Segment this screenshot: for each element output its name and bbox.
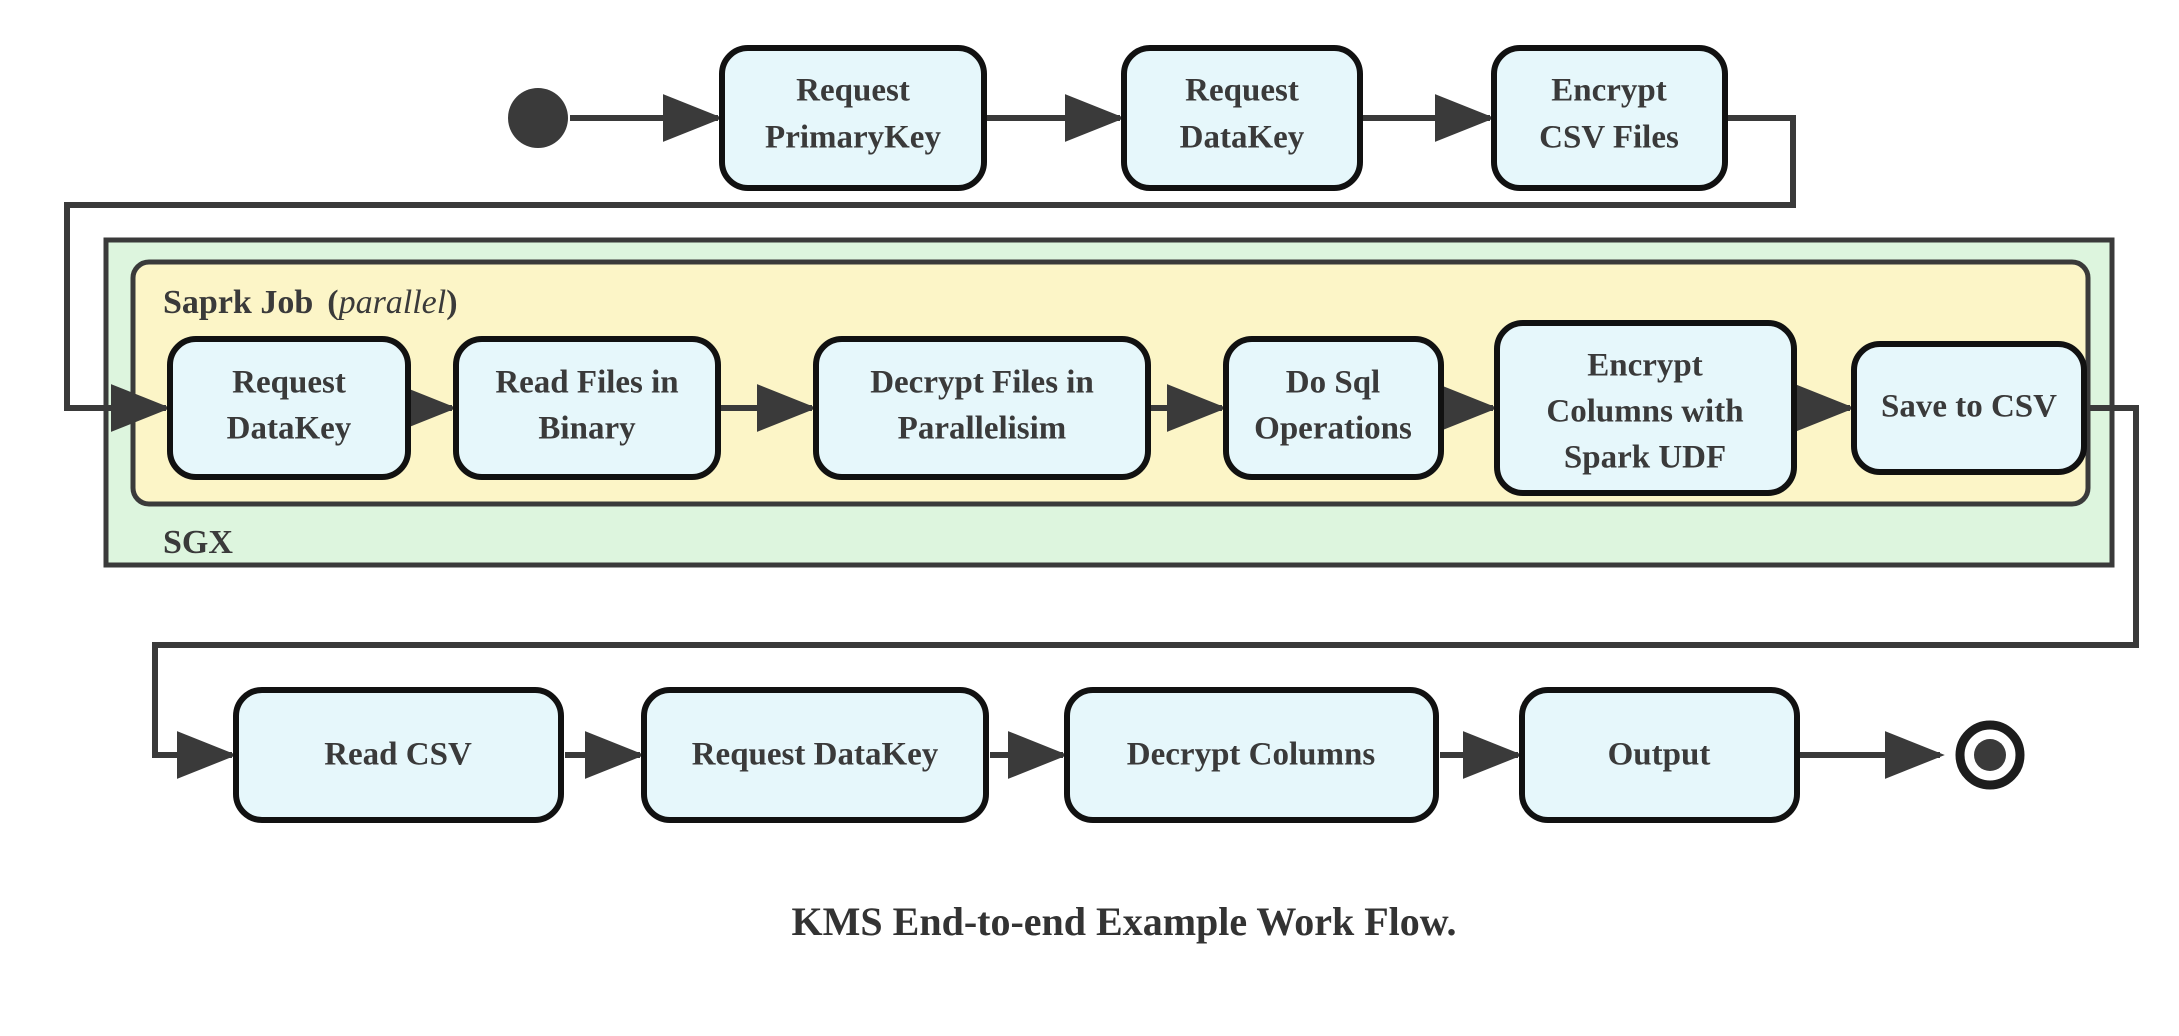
node-request-datakey-top-box[interactable] xyxy=(1121,45,1363,191)
spark-job-qualifier-paren-close: ) xyxy=(446,284,457,321)
node-output[interactable]: Output xyxy=(1519,687,1800,823)
node-request-primarykey-line2: PrimaryKey xyxy=(765,120,941,156)
node-decrypt-files-in-parallelisim-box[interactable] xyxy=(813,336,1151,480)
node-request-datakey-top[interactable]: Request DataKey xyxy=(1121,45,1363,191)
node-encrypt-columns-with-spark-udf-box[interactable] xyxy=(1494,320,1797,496)
node-do-sql-operations[interactable]: Do Sql Operations xyxy=(1223,336,1444,480)
node-output-box[interactable] xyxy=(1519,687,1800,823)
node-read-files-in-binary-line2: Binary xyxy=(538,411,636,447)
node-do-sql-operations-line2: Operations xyxy=(1254,411,1412,447)
node-request-datakey-bottom[interactable]: Request DataKey xyxy=(641,687,989,823)
node-decrypt-files-in-parallelisim-line2: Parallelisim xyxy=(898,411,1067,447)
node-decrypt-columns-line1: Decrypt Columns xyxy=(1127,737,1376,773)
node-save-to-csv[interactable]: Save to CSV xyxy=(1851,341,2087,475)
node-decrypt-files-in-parallelisim-line1: Decrypt Files in xyxy=(870,365,1094,401)
edge-encrypt-csv-to-spark-datakey xyxy=(64,115,1796,432)
node-request-primarykey-box[interactable] xyxy=(719,45,987,191)
node-read-csv-box[interactable] xyxy=(233,687,564,823)
node-save-to-csv-line1: Save to CSV xyxy=(1881,389,2057,425)
node-request-primarykey[interactable]: Request PrimaryKey xyxy=(719,45,987,191)
node-output-line1: Output xyxy=(1608,737,1711,773)
node-read-files-in-binary-line1: Read Files in xyxy=(495,365,678,401)
node-encrypt-csv-files-line2: CSV Files xyxy=(1539,120,1679,156)
end-node-icon-dot xyxy=(1974,739,2006,771)
node-read-files-in-binary[interactable]: Read Files in Binary xyxy=(453,336,721,480)
node-request-primarykey-line1: Request xyxy=(796,73,910,109)
node-encrypt-csv-files-box[interactable] xyxy=(1491,45,1728,191)
node-request-datakey-spark[interactable]: Request DataKey xyxy=(167,336,411,480)
edge-save-csv-to-read-csv xyxy=(152,405,2139,779)
node-request-datakey-top-line2: DataKey xyxy=(1180,120,1305,156)
node-encrypt-columns-with-spark-udf-line1: Encrypt xyxy=(1587,348,1703,384)
spark-job-label-text: Saprk Job xyxy=(163,284,313,321)
node-encrypt-csv-files-line1: Encrypt xyxy=(1551,73,1667,109)
node-request-datakey-bottom-line1: Request DataKey xyxy=(692,737,939,773)
spark-job-label: Saprk Job (parallel) xyxy=(163,284,458,321)
node-do-sql-operations-box[interactable] xyxy=(1223,336,1444,480)
node-read-csv-line1: Read CSV xyxy=(324,737,472,773)
node-decrypt-columns-box[interactable] xyxy=(1064,687,1439,823)
node-read-csv[interactable]: Read CSV xyxy=(233,687,564,823)
node-decrypt-files-in-parallelisim[interactable]: Decrypt Files in Parallelisim xyxy=(813,336,1151,480)
spark-job-qualifier-word: parallel xyxy=(337,284,447,321)
node-encrypt-csv-files[interactable]: Encrypt CSV Files xyxy=(1491,45,1728,191)
node-request-datakey-spark-line1: Request xyxy=(232,365,346,401)
node-read-files-in-binary-box[interactable] xyxy=(453,336,721,480)
node-request-datakey-spark-box[interactable] xyxy=(167,336,411,480)
node-request-datakey-spark-line2: DataKey xyxy=(227,411,352,447)
spark-job-qualifier-paren-open: ( xyxy=(327,284,338,321)
node-encrypt-columns-with-spark-udf-line3: Spark UDF xyxy=(1564,440,1726,476)
node-request-datakey-top-line1: Request xyxy=(1185,73,1299,109)
node-encrypt-columns-with-spark-udf[interactable]: Encrypt Columns with Spark UDF xyxy=(1494,320,1797,496)
node-encrypt-columns-with-spark-udf-line2: Columns with xyxy=(1546,394,1743,430)
sgx-label: SGX xyxy=(163,524,233,561)
node-request-datakey-bottom-box[interactable] xyxy=(641,687,989,823)
node-decrypt-columns[interactable]: Decrypt Columns xyxy=(1064,687,1439,823)
node-do-sql-operations-line1: Do Sql xyxy=(1286,365,1380,401)
start-node-icon xyxy=(508,88,568,148)
figure-caption: KMS End-to-end Example Work Flow. xyxy=(792,899,1457,944)
node-save-to-csv-box[interactable] xyxy=(1851,341,2087,475)
